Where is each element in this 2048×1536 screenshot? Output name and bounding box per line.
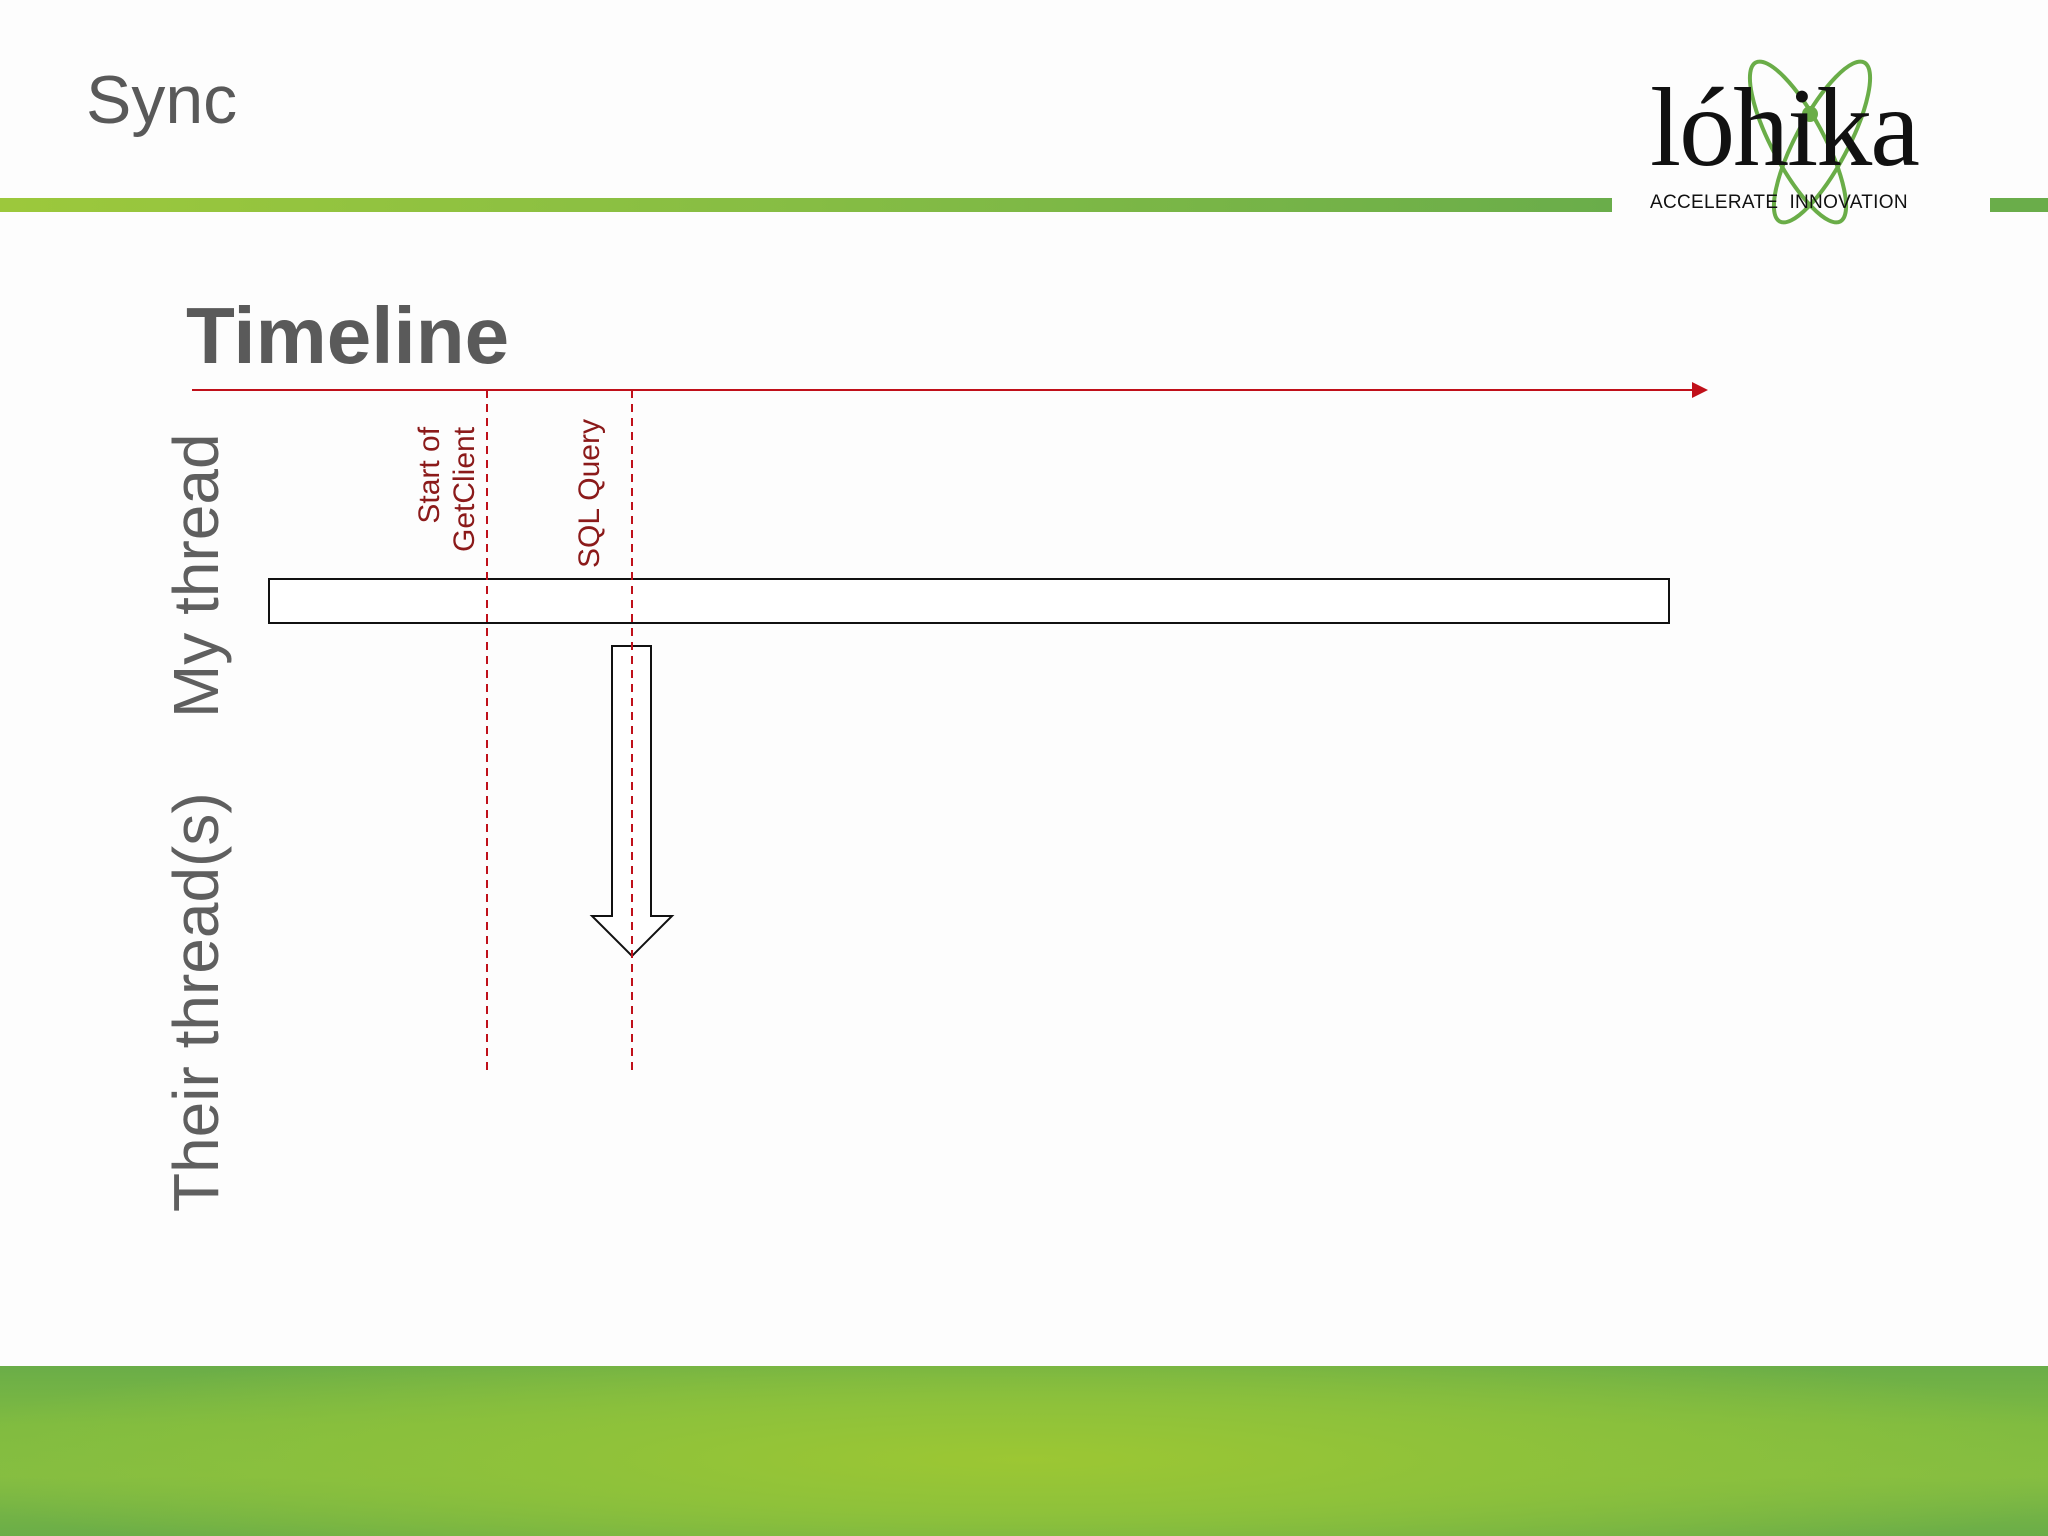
timeline-diagram	[192, 382, 1708, 1070]
lohika-logo: lóhika ACCELERATE INNOVATION	[1640, 50, 1980, 240]
header-divider-left	[0, 198, 1612, 212]
slide-title: Sync	[86, 62, 238, 138]
logo-tagline: ACCELERATE INNOVATION	[1650, 192, 1908, 213]
row-label-my-thread: My thread	[160, 433, 232, 718]
marker-label-getclient: Start of GetClient	[412, 427, 483, 552]
footer-band	[0, 1366, 2048, 1536]
logo-wordmark: lóhika	[1650, 66, 1920, 190]
marker-label-line: Start of	[413, 426, 446, 524]
logo-orbit-icon	[1747, 59, 1873, 225]
row-label-their-threads: Their thread(s)	[160, 792, 232, 1212]
my-thread-bar	[268, 578, 1670, 624]
diagram-heading: Timeline	[186, 291, 510, 380]
timeline-arrowhead	[1692, 382, 1708, 398]
marker-label-line: GetClient	[448, 426, 482, 552]
marker-label-sql-query: SQL Query	[572, 419, 607, 568]
marker-label-line: SQL Query	[573, 419, 606, 568]
header-divider-right	[1990, 198, 2048, 212]
